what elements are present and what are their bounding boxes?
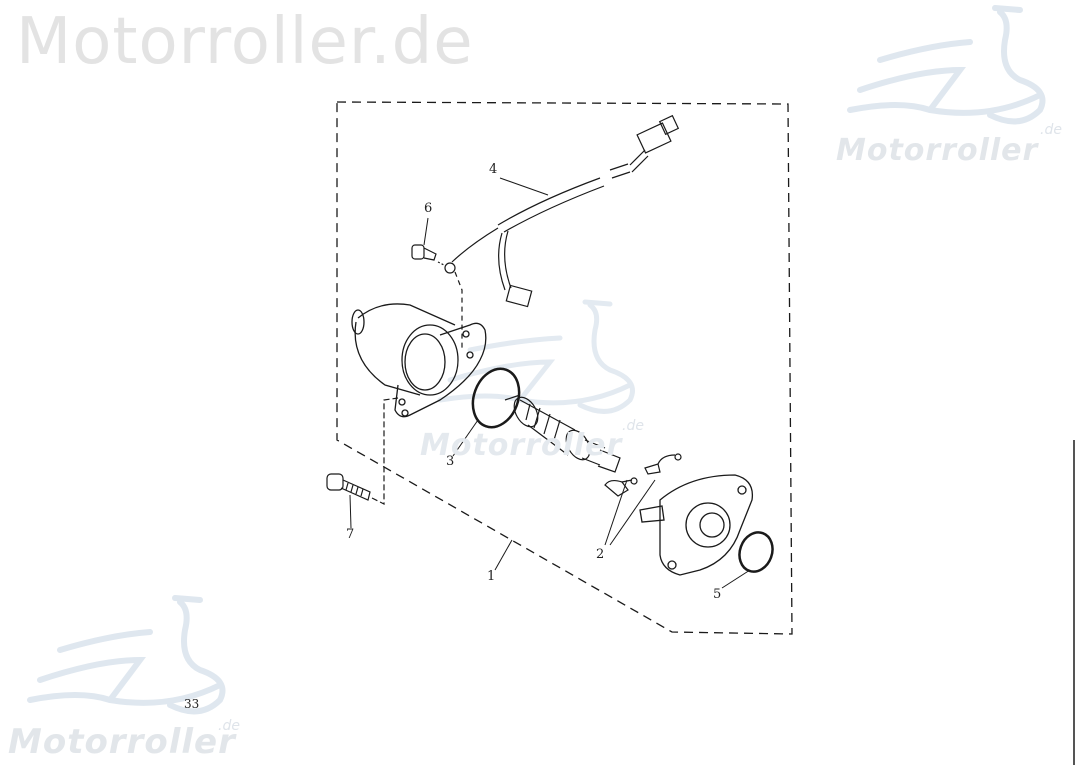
wire-harness <box>444 114 680 350</box>
assembly-boundary <box>336 101 793 635</box>
watermark-logo-suffix-top-right: .de <box>1040 122 1062 138</box>
callout-4: 4 <box>489 162 498 177</box>
callout-7: 7 <box>346 527 355 542</box>
o-ring-part-3 <box>471 367 521 429</box>
bolt-part-7 <box>326 397 399 505</box>
leader-lines <box>349 177 751 589</box>
brushes-part-2 <box>604 453 682 497</box>
scooter-logo-icon <box>437 299 635 414</box>
screw-part-6 <box>411 244 447 267</box>
watermark-logo-text-center: Motorroller <box>420 428 623 463</box>
watermark-logo-text-bottom-left: Motorroller <box>8 722 236 762</box>
callout-2: 2 <box>596 547 605 562</box>
callout-6: 6 <box>424 201 433 216</box>
scooter-logo-icon <box>847 5 1046 125</box>
watermark-logo-text-top-right: Motorroller <box>836 133 1039 168</box>
watermark-logo-suffix-bottom-left: .de <box>218 718 240 734</box>
armature <box>504 394 621 473</box>
watermark-logo-suffix-center: .de <box>622 418 644 434</box>
callout-5: 5 <box>713 587 722 602</box>
o-ring-part-5 <box>738 531 774 573</box>
motor-housing <box>351 303 487 418</box>
callout-1: 1 <box>487 569 496 584</box>
page-number: 33 <box>184 697 200 711</box>
scooter-logo-icon <box>27 595 226 715</box>
watermark-title: Motorroller.de <box>16 5 474 79</box>
page-edge-line <box>1073 440 1075 765</box>
end-cap <box>639 474 754 576</box>
callout-3: 3 <box>446 454 455 469</box>
